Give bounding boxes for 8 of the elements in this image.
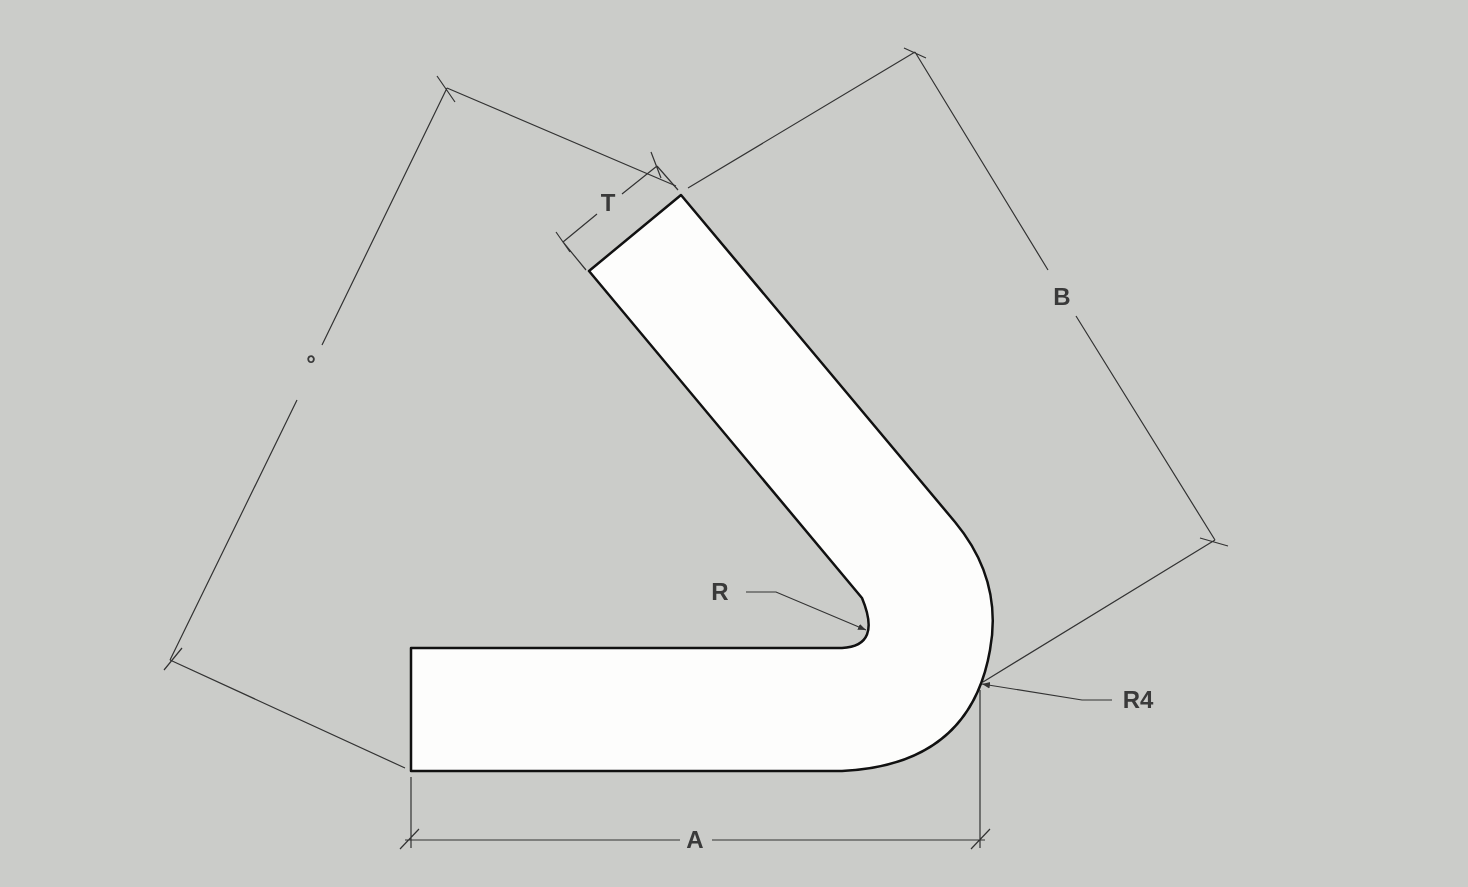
dimension-label: A [686, 828, 704, 852]
radius-label: R [711, 580, 729, 604]
dimension-label: T [600, 191, 616, 215]
radius-label: R4 [1122, 688, 1154, 712]
leader-line [981, 682, 1113, 701]
dimension-label: ° [306, 352, 316, 376]
leader-line [745, 591, 867, 631]
dimension-label: B [1053, 285, 1071, 309]
